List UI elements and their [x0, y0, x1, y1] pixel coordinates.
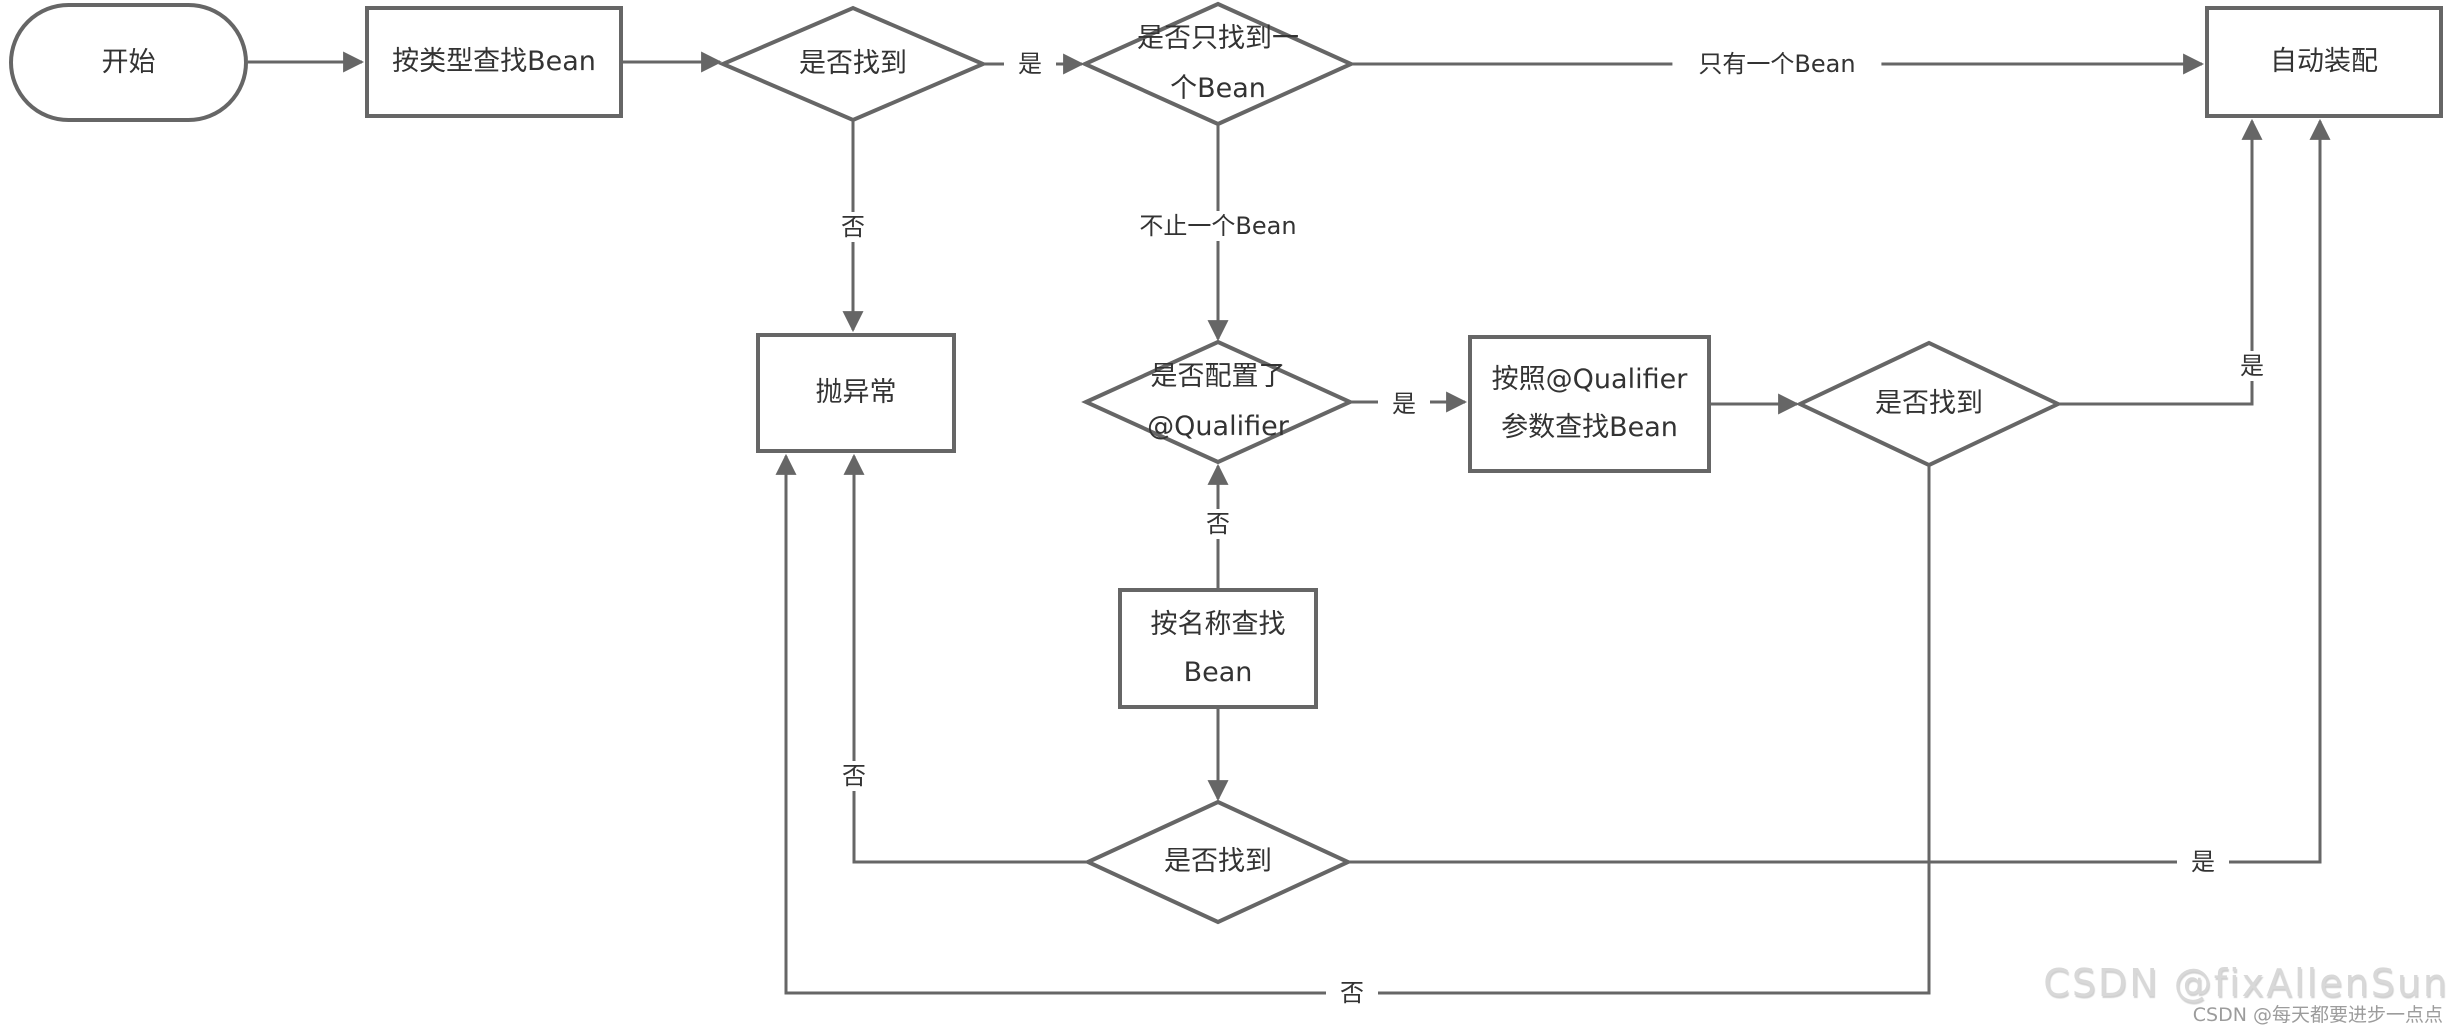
edge-label-no-found-by-name: 否	[828, 761, 880, 791]
decision-found-by-name-shape	[1083, 799, 1353, 925]
edge-label-no-qualifier-configured: 否	[1192, 509, 1244, 539]
node-find-by-type: 按类型查找Bean	[365, 6, 623, 118]
node-find-by-qualifier-line1: 按照@Qualifier	[1491, 364, 1688, 395]
edge-label-no-found-by-qualifier: 否	[1326, 978, 1378, 1008]
edge-found-name-yes-to-autowire	[1348, 118, 2331, 864]
node-find-by-qualifier-line2: 参数查找Bean	[1501, 412, 1678, 443]
decision-found-by-type-shape	[717, 5, 989, 123]
edge-label-no-found-by-type: 否	[827, 212, 879, 242]
edge-found-qualifier-yes-to-autowire	[2058, 118, 2263, 406]
node-find-by-name-line2: Bean	[1183, 656, 1253, 688]
node-autowire-label: 自动装配	[2270, 46, 2378, 77]
edge-label-yes-found-by-type: 是	[1004, 49, 1056, 79]
node-find-by-name: 按名称查找 Bean	[1118, 588, 1318, 709]
watermark-secondary: CSDN @每天都要进步一点点	[2192, 1004, 2443, 1026]
edge-label-only-one-bean: 只有一个Bean	[1672, 49, 1882, 79]
node-throw-exception-label: 抛异常	[815, 377, 897, 408]
node-throw-exception: 抛异常	[756, 333, 956, 453]
edge-label-yes-found-by-name: 是	[2177, 847, 2229, 877]
decision-only-one-found-shape	[1080, 1, 1356, 127]
edge-label-yes-found-by-qualifier: 是	[2226, 351, 2278, 381]
node-autowire: 自动装配	[2205, 6, 2443, 118]
node-find-by-name-line1: 按名称查找	[1150, 608, 1286, 640]
decision-qualifier-configured-shape	[1081, 339, 1355, 465]
node-find-by-type-label: 按类型查找Bean	[392, 46, 596, 77]
decision-found-by-qualifier-shape	[1795, 340, 2063, 468]
node-start-label: 开始	[101, 46, 156, 78]
node-find-by-qualifier: 按照@Qualifier 参数查找Bean	[1468, 335, 1711, 473]
edge-label-more-than-one-bean: 不止一个Bean	[1125, 211, 1311, 241]
edge-found-qualifier-no-to-throw	[775, 453, 1931, 995]
edge-found-name-no-to-throw	[843, 453, 1088, 864]
watermark-primary: CSDN @fixAllenSun	[2043, 961, 2449, 1005]
node-start: 开始	[9, 3, 248, 122]
edge-label-yes-qualifier-configured: 是	[1378, 389, 1430, 419]
